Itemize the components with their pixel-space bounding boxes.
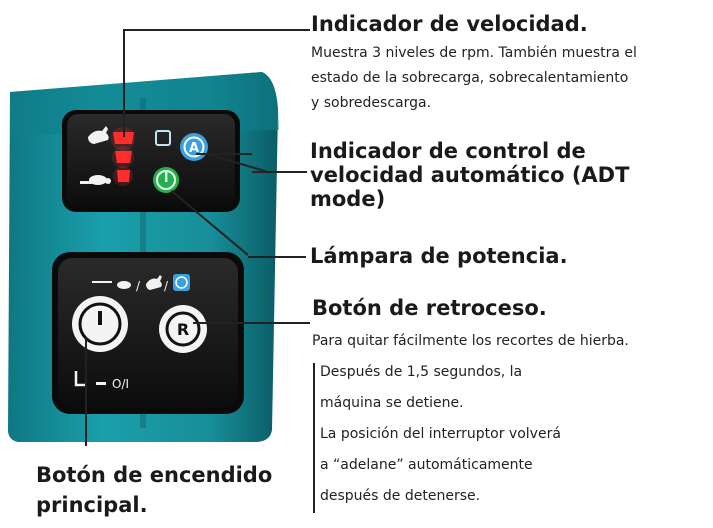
rabbit-icon [88,126,109,144]
leader-speed-indicator-h [123,29,310,31]
svg-text:/: / [164,279,169,293]
reverse-button-title: Botón de retroceso. [312,296,547,320]
turtle-icon [80,175,111,185]
upper-indicator-panel: A [62,110,240,212]
speed-indicator-title: Indicador de velocidad. [311,12,588,36]
leader-power-lamp [248,256,306,258]
speed-indicator-description: Muestra 3 niveles de rpm. También muestr… [311,45,637,111]
mode-icons-row: / / [92,274,190,293]
speed-leds [111,127,135,186]
adt-indicator-title: Indicador de control de velocidad automá… [310,139,630,211]
leader-reverse [193,322,310,324]
main-power-button-title: Botón de encendido principal. [36,463,273,517]
svg-text:/: / [136,279,141,293]
speed-led-mid [115,151,132,163]
svg-text:A: A [189,141,199,156]
power-lamp-title: Lámpara de potencia. [310,244,568,268]
leader-adt-h [252,171,307,173]
lower-button-panel: / / O/I R [52,252,244,414]
leader-adt [196,153,252,155]
note-bracket [313,363,315,513]
leader-main-power [85,338,87,446]
speed-led-high [113,132,134,144]
speed-led-low [117,170,130,182]
svg-text:R: R [177,320,189,339]
power-lamp-icon [153,167,179,193]
reverse-button-graphic: R [159,305,207,353]
reverse-button-description: Para quitar fácilmente los recortes de h… [312,333,629,349]
reverse-button-note: Después de 1,5 segundos, la máquina se d… [320,364,561,504]
svg-text:O/I: O/I [112,377,129,391]
leader-speed-indicator [123,29,125,137]
